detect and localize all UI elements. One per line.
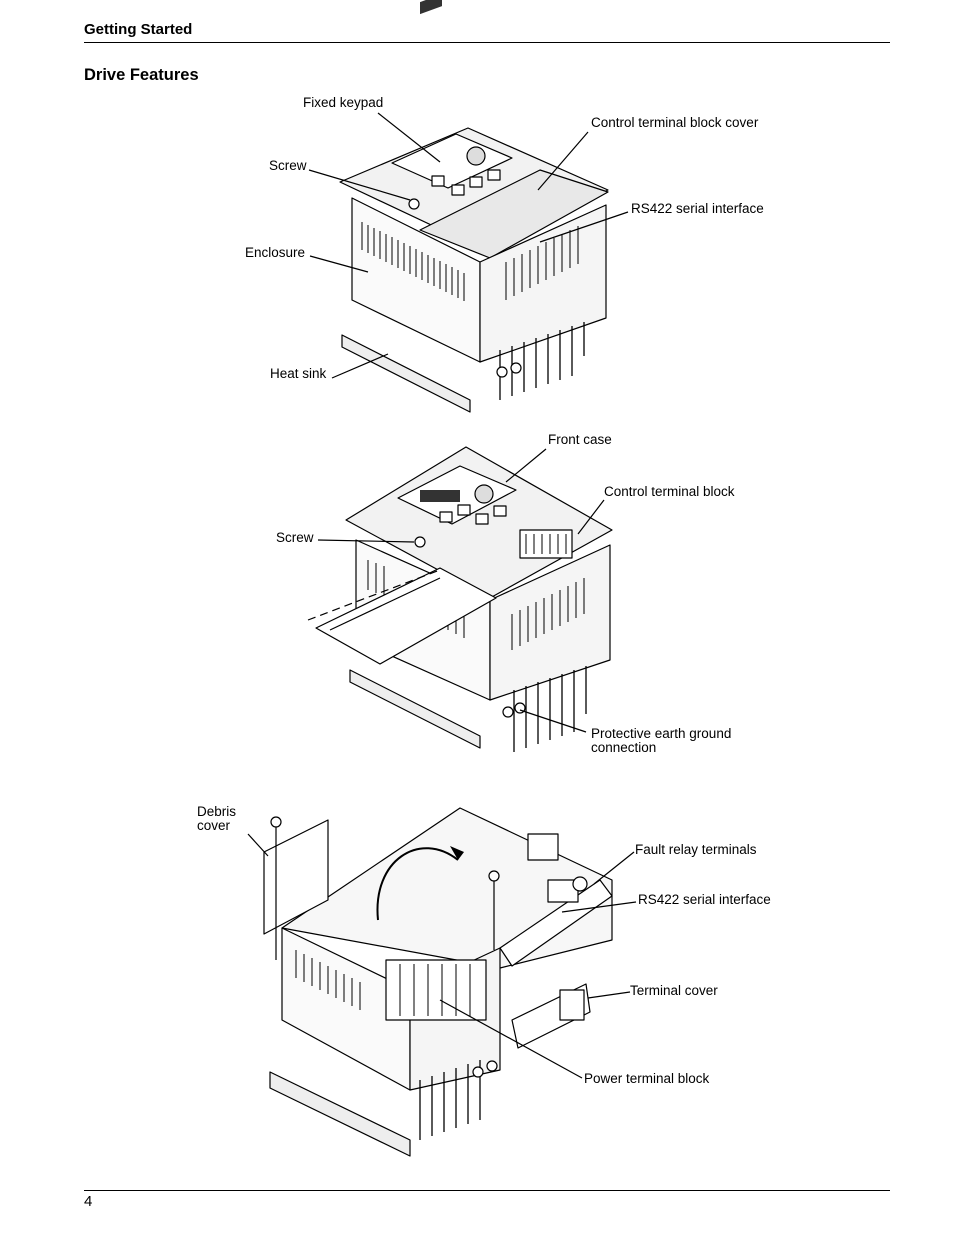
label-power-terminal-block: Power terminal block bbox=[584, 1071, 710, 1086]
label-screw-1: Screw bbox=[269, 158, 307, 173]
label-screw-2: Screw bbox=[276, 530, 314, 545]
label-rs422-serial-interface-1: RS422 serial interface bbox=[631, 201, 764, 216]
label-control-terminal-block-cover: Control terminal block cover bbox=[591, 115, 759, 130]
label-protective-earth-line2: connection bbox=[591, 740, 657, 755]
label-protective-earth-line1: Protective earth ground bbox=[591, 726, 732, 741]
label-front-case: Front case bbox=[548, 432, 612, 447]
footer-rule bbox=[84, 1190, 890, 1191]
label-fixed-keypad: Fixed keypad bbox=[303, 95, 384, 110]
page-number: 4 bbox=[84, 1193, 93, 1210]
label-rs422-serial-interface-2: RS422 serial interface bbox=[638, 892, 771, 907]
label-control-terminal-block: Control terminal block bbox=[604, 484, 735, 499]
header-rule bbox=[84, 42, 890, 43]
drive-illustration-closed bbox=[308, 0, 629, 413]
section-title: Drive Features bbox=[84, 66, 199, 84]
label-debris-cover-line2: cover bbox=[197, 818, 231, 833]
drive-illustration-exploded bbox=[247, 807, 637, 1157]
running-header: Getting Started bbox=[84, 21, 193, 38]
label-enclosure: Enclosure bbox=[245, 245, 306, 260]
drive-illustration-cover-open bbox=[307, 446, 613, 752]
label-fault-relay-terminals: Fault relay terminals bbox=[635, 842, 757, 857]
label-debris-cover-line1: Debris bbox=[197, 804, 237, 819]
label-heat-sink: Heat sink bbox=[270, 366, 327, 381]
label-terminal-cover: Terminal cover bbox=[630, 983, 718, 998]
